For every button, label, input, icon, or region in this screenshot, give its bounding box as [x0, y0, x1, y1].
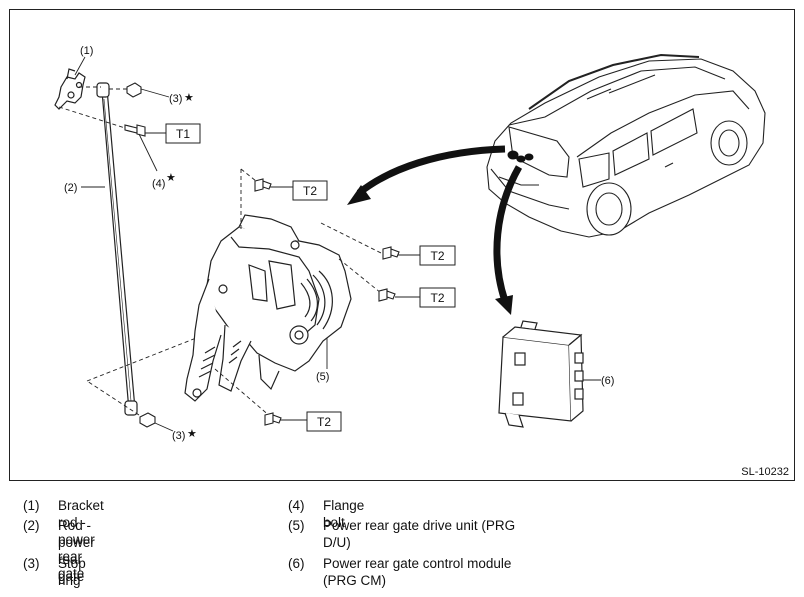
vehicle-illustration: [486, 53, 766, 238]
legend-num: (3): [23, 556, 40, 571]
callout-6: (6): [601, 375, 614, 387]
bracket-rod: [54, 68, 86, 110]
legend-text: Rod - power rear gate: [58, 518, 95, 584]
arrow-to-control-module: [493, 165, 523, 315]
dashed-leaders-rod: [58, 86, 215, 416]
stop-ring-top: [126, 82, 142, 98]
callout-4: (4): [152, 178, 165, 190]
callout-3-top: (3): [169, 93, 182, 105]
legend-text: Stop ring: [58, 556, 86, 588]
torque-box-t2-right-lower: T2: [419, 287, 456, 308]
star-3-top: ★: [184, 92, 194, 104]
torque-label-t2-bottom: T2: [317, 415, 331, 429]
arrow-to-drive-unit: [347, 145, 506, 205]
torque-box-t1: T1: [165, 123, 201, 144]
callout-3-bottom: (3): [172, 430, 185, 442]
torque-box-t2-top: T2: [292, 180, 328, 201]
legend: (1) Bracket rod - power rear gate (2) Ro…: [0, 495, 804, 595]
torque-label-t2-top: T2: [303, 184, 317, 198]
torque-box-t2-right-upper: T2: [419, 245, 456, 266]
callout-5: (5): [316, 371, 329, 383]
rod-power-rear-gate: [96, 82, 138, 416]
legend-num: (6): [288, 556, 305, 571]
torque-label-t2-right-lower: T2: [430, 291, 444, 305]
legend-text: Power rear gate control module (PRG CM): [323, 556, 512, 588]
legend-text: Flange bolt: [323, 498, 365, 530]
star-4: ★: [166, 172, 176, 184]
callout-1: (1): [80, 45, 93, 57]
legend-num: (1): [23, 498, 40, 513]
callout-2: (2): [64, 182, 77, 194]
flange-bolt-4: [124, 124, 146, 137]
legend-num: (2): [23, 518, 40, 533]
control-module-prg-cm: [498, 320, 584, 428]
figure-id: SL-10232: [741, 466, 789, 478]
star-3-bottom: ★: [187, 428, 197, 440]
legend-text: Power rear gate drive unit (PRG D/U): [323, 518, 516, 550]
diagram-figure: (1) (3) ★ (4) ★ (2) (3) ★ (5) (6) T1 T2 …: [9, 9, 795, 481]
legend-text: Bracket rod - power rear gate: [58, 498, 104, 581]
module-location-marker: [507, 150, 534, 163]
callout-leaders: [74, 56, 601, 432]
drive-unit-prg-du: [184, 214, 352, 402]
legend-num: (5): [288, 518, 305, 533]
torque-box-t2-bottom: T2: [306, 411, 342, 432]
legend-num: (4): [288, 498, 305, 513]
torque-label-t1: T1: [176, 127, 190, 141]
flange-bolts-t2: [254, 178, 400, 426]
torque-label-t2-right-upper: T2: [430, 249, 444, 263]
